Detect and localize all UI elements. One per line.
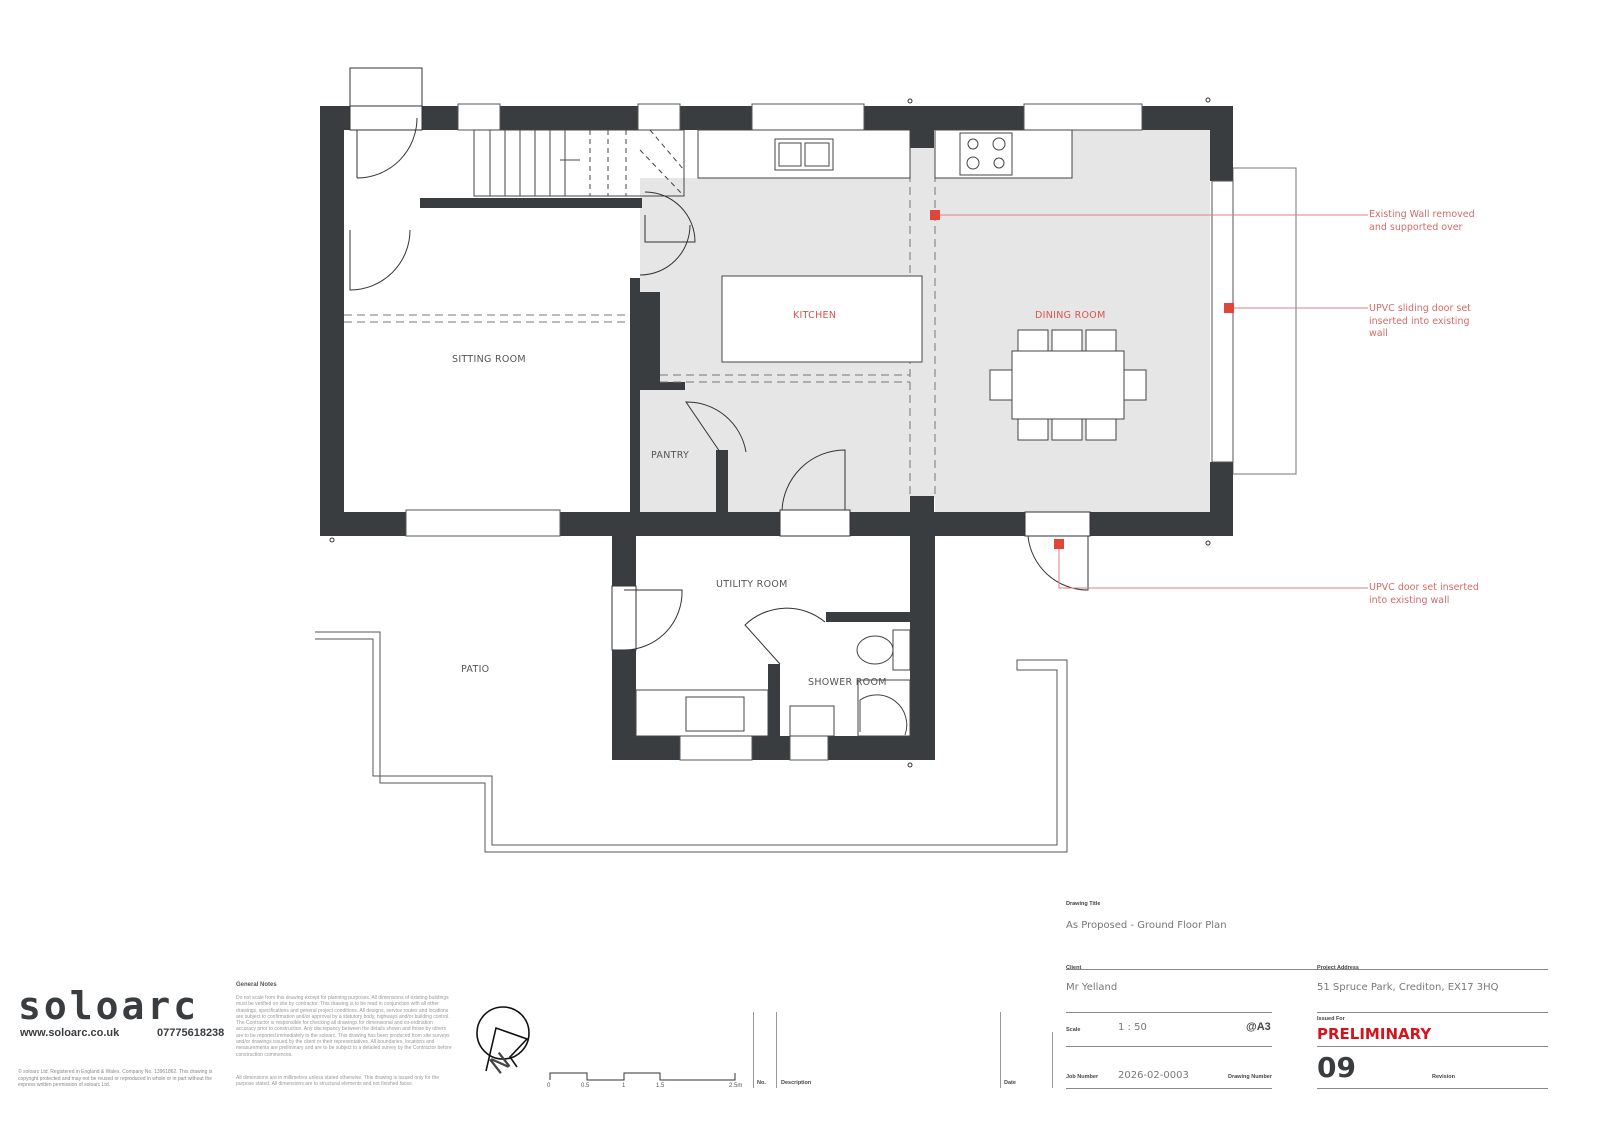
annotation-door-set: UPVC door set inserted into existing wal… (1369, 582, 1479, 606)
north-arrow-icon: N (476, 1006, 530, 1080)
scale-label: 0 (547, 1083, 551, 1089)
fixtures (635, 129, 1147, 737)
drawing-title: As Proposed - Ground Floor Plan (1066, 920, 1227, 931)
project-address: 51 Spruce Park, Crediton, EX17 3HQ (1317, 982, 1499, 993)
dining-floor (935, 130, 1210, 512)
drawing-title-label: Drawing Title (1066, 901, 1101, 907)
stairs (473, 129, 685, 197)
website: www.soloarc.co.uk (20, 1027, 120, 1039)
room-label-shower: SHOWER ROOM (808, 677, 887, 688)
windows (405, 103, 1234, 761)
brand-logo: soloarc (18, 984, 200, 1028)
issued-status: PRELIMINARY (1317, 1025, 1432, 1043)
scale-label: 1.5 (656, 1083, 665, 1089)
notes-heading: General Notes (236, 982, 277, 988)
drawing-number: 09 (1317, 1051, 1356, 1084)
phone: 07775618238 (157, 1027, 225, 1039)
scale-label: 1 (622, 1083, 626, 1089)
room-label-sitting: SITTING ROOM (452, 354, 526, 365)
drawing-number-label: Drawing Number (1228, 1074, 1273, 1080)
walls (320, 106, 1233, 760)
client-label: Client (1066, 965, 1082, 971)
doors (349, 67, 1091, 665)
room-label-patio: PATIO (461, 664, 489, 675)
scale-label: 2.5m (729, 1083, 743, 1089)
paper-size: @A3 (1246, 1021, 1271, 1033)
job-number: 2026-02-0003 (1118, 1070, 1189, 1081)
room-label-dining: DINING ROOM (1035, 310, 1106, 321)
scale-label: Scale (1066, 1027, 1081, 1033)
annotation-wall-removed: Existing Wall removed and supported over (1369, 209, 1475, 233)
notes-body-2: All dimensions are in millimetres unless… (236, 1075, 440, 1088)
scale: 1 : 50 (1118, 1022, 1147, 1033)
svg-text:N: N (485, 1047, 516, 1080)
rev-no-header: No. (757, 1080, 766, 1086)
client: Mr Yelland (1066, 982, 1118, 993)
annotation-sliding-door: UPVC sliding door set inserted into exis… (1369, 303, 1471, 339)
issued-label: Issued For (1317, 1016, 1345, 1022)
revision-label: Revision (1432, 1074, 1455, 1080)
room-label-pantry: PANTRY (651, 450, 689, 461)
room-label-utility: UTILITY ROOM (716, 579, 788, 590)
rev-date-header: Date (1004, 1080, 1016, 1086)
copyright: © soloarc Ltd. Registered in England & W… (18, 1069, 213, 1088)
room-label-kitchen: KITCHEN (793, 310, 836, 321)
address-label: Project Address (1317, 965, 1359, 971)
notes-body: Do not scale from this drawing except fo… (236, 995, 452, 1058)
patio-outline (315, 631, 1068, 853)
rev-description-header: Description (781, 1080, 812, 1086)
job-number-label: Job Number (1066, 1074, 1099, 1080)
scale-label: 0.5 (581, 1083, 590, 1089)
scale-bar (549, 1072, 736, 1081)
annotation-markers (930, 210, 1234, 549)
